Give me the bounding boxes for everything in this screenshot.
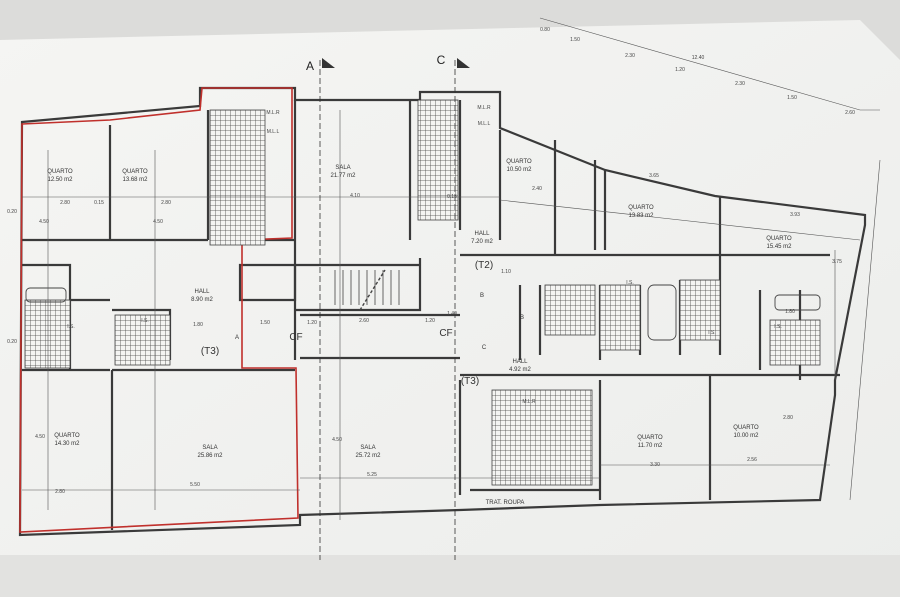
fixture-label: M.L.R: [477, 105, 491, 111]
dimension-lines: [22, 17, 881, 520]
section-mark-a-lower: A: [234, 335, 240, 341]
dimension-label: 1.20: [307, 320, 317, 326]
dimension-label: 3.75: [832, 259, 842, 265]
section-markers: [319, 60, 456, 560]
dimension-label: 1.10: [501, 269, 511, 275]
dimension-label: 2.80: [60, 200, 70, 206]
dimension-label: 1.20: [675, 67, 685, 73]
dimension-label: 1.80: [193, 322, 203, 328]
dimension-label: 2.80: [161, 200, 171, 206]
dimension-label: 4.50: [39, 219, 49, 225]
dimension-label: 2.30: [735, 81, 745, 87]
unit-tag-t3-right: (T3): [460, 376, 480, 387]
dimension-label: 3.30: [650, 462, 660, 468]
dimension-label: 3.93: [790, 212, 800, 218]
dimension-label: 1.40: [447, 311, 457, 317]
dimension-label: 0.20: [7, 209, 17, 215]
section-mark-b2: B: [519, 315, 525, 321]
fixture-label: M.L.R: [522, 399, 536, 405]
section-mark-b: B: [479, 293, 485, 299]
dimension-label: 2.40: [532, 186, 542, 192]
dimension-label: 4.50: [153, 219, 163, 225]
dimension-label: 12.40: [691, 55, 705, 61]
dimension-label: 2.60: [845, 110, 855, 116]
dimension-label: 0.80: [540, 27, 550, 33]
dimension-label: 5.50: [190, 482, 200, 488]
dimension-label: 0.15: [447, 194, 457, 200]
dimension-label: 4.50: [35, 434, 45, 440]
highlighted-unit-outline: [19, 87, 299, 533]
fixture-label: I.S.: [774, 324, 782, 330]
dimension-label: 1.80: [785, 309, 795, 315]
cf-label: CF: [439, 328, 453, 339]
dimension-label: 2.80: [783, 415, 793, 421]
tiled-areas: [24, 99, 821, 486]
laundry-label: TRAT. ROUPA: [485, 500, 525, 506]
dimension-label: 1.50: [787, 95, 797, 101]
bathtubs: [25, 284, 821, 341]
dimension-label: 0.15: [94, 200, 104, 206]
section-mark-c-lower: C: [481, 345, 487, 351]
dimension-label: 2.30: [625, 53, 635, 59]
dimension-label: 4.10: [350, 193, 360, 199]
dimension-label: 1.50: [260, 320, 270, 326]
cf-label: CF: [289, 332, 303, 343]
fixture-label: I.S.: [626, 280, 634, 286]
dimension-label: 2.80: [55, 489, 65, 495]
fixture-label: I.S.: [141, 318, 149, 324]
staircase: [334, 269, 400, 311]
fixture-label: M.L.R: [266, 110, 280, 116]
unit-tag-t3-left: (T3): [200, 346, 220, 357]
section-mark-a: A: [305, 59, 315, 73]
dimension-label: 1.20: [425, 318, 435, 324]
dimension-label: 2.56: [747, 457, 757, 463]
unit-tag-t2: (T2): [474, 260, 494, 271]
section-mark-c: C: [436, 53, 446, 67]
dimension-label: 0.20: [7, 339, 17, 345]
fixture-label: I.S.: [708, 330, 716, 336]
dimension-label: 3.65: [649, 173, 659, 179]
dimension-label: 1.50: [570, 37, 580, 43]
fixture-label: M.L.L: [477, 121, 491, 127]
dimension-label: 4.50: [332, 437, 342, 443]
dimension-label: 2.60: [359, 318, 369, 324]
dimension-label: 5.25: [367, 472, 377, 478]
fixture-label: M.L.L: [266, 129, 280, 135]
fixture-label: I.S.: [67, 324, 75, 330]
